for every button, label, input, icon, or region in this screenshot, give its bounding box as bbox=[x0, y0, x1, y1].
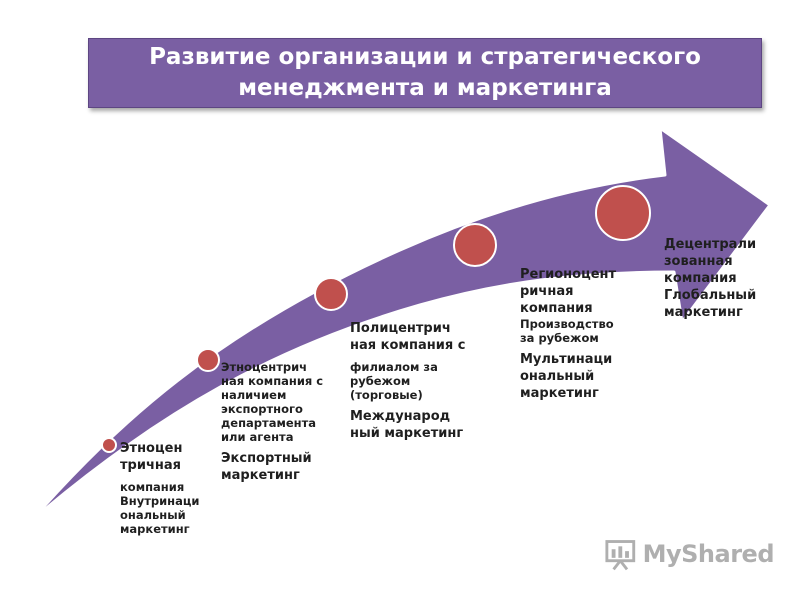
stage-3-line-1: Производство за рубежом bbox=[520, 317, 614, 345]
page-title: Развитие организации и стратегического м… bbox=[149, 44, 701, 101]
milestone-circle-2 bbox=[196, 348, 220, 372]
milestone-circles bbox=[101, 185, 651, 453]
stage-2-line-3: Международ ный маркетинг bbox=[350, 409, 464, 441]
stage-4-line-1: зованная компания bbox=[664, 254, 737, 286]
presentation-board-icon bbox=[605, 540, 636, 571]
stage-1-line-3: Экспортный маркетинг bbox=[221, 451, 312, 483]
stage-0-line-2: компания bbox=[120, 480, 185, 494]
myshared-logo: MyShared bbox=[604, 532, 775, 576]
milestone-circle-1 bbox=[101, 437, 117, 453]
stage-0-line-3: Внутринаци ональный маркетинг bbox=[120, 494, 200, 536]
stage-4-line-2: Глобальный маркетинг bbox=[664, 288, 757, 320]
stage-0-line-0: Этноцен bbox=[120, 441, 183, 456]
milestone-circle-4 bbox=[453, 223, 497, 267]
stage-3-line-2: Мультинаци ональный маркетинг bbox=[520, 352, 613, 401]
stage-2-line-0: Полицентрич bbox=[350, 321, 451, 336]
stage-polycentric: Полицентрич ная компания с филиалом за руб… bbox=[350, 320, 480, 442]
stage-4-line-0: Децентрали bbox=[664, 237, 757, 252]
stage-2-line-1: ная компания с bbox=[350, 338, 466, 353]
stage-1-line-2: или агента bbox=[221, 430, 294, 444]
stage-3-line-0: Регионоцент ричная компания bbox=[520, 267, 617, 316]
arrow-body bbox=[28, 126, 772, 524]
stage-2-line-2: филиалом за рубежом (торговые) bbox=[350, 360, 438, 402]
logo-text: MyShared bbox=[642, 540, 775, 568]
title-box: Развитие организации и стратегического м… bbox=[88, 38, 762, 108]
milestone-circle-3 bbox=[314, 277, 348, 311]
milestone-circle-5 bbox=[595, 185, 651, 241]
stage-1-line-0: Этноцентрич bbox=[221, 360, 308, 374]
stage-0-line-1: тричная bbox=[120, 458, 181, 473]
stage-1-line-1: ная компания с наличием экспортного депа… bbox=[221, 374, 324, 430]
